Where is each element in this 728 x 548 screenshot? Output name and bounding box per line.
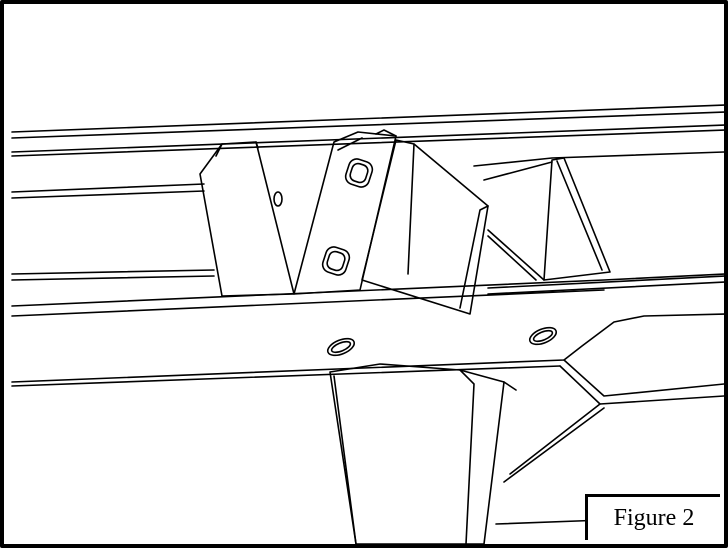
angled-bracket <box>361 129 489 315</box>
slotted-bracket <box>293 131 397 295</box>
right-crossmember <box>487 157 611 281</box>
lower-hanger <box>329 363 517 544</box>
left-gusset <box>199 141 295 297</box>
lower-rail <box>11 273 724 387</box>
inner-channel <box>11 151 724 295</box>
rail-holes <box>326 326 558 357</box>
upper-rail <box>11 104 724 157</box>
frame-rail-bracket-drawing <box>11 104 724 544</box>
figure-caption: Figure 2 <box>585 494 720 540</box>
